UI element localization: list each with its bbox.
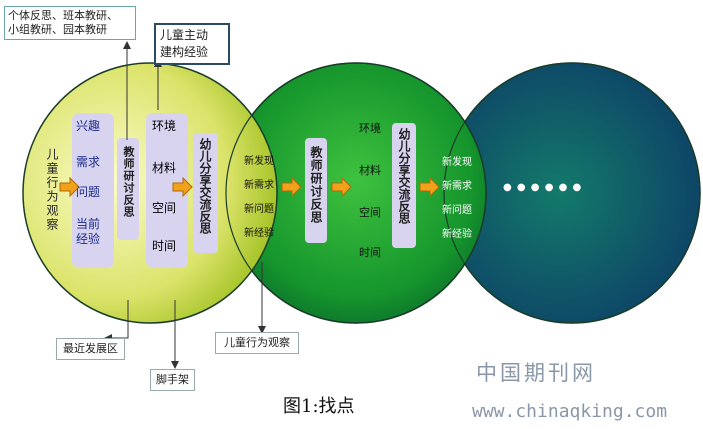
reflect-label-1: 教师研讨反思 [122,146,135,218]
callout-reflection-types: 个体反思、班本教研、 小组教研、园本教研 [4,6,136,40]
callout-active-line-1: 儿童主动 [160,28,209,42]
new-item-discovery-2: 新发现 [244,156,274,167]
env-item-environment-2: 环境 [359,122,381,135]
share-label-1: 幼儿分享交流反思 [198,138,212,234]
new-item-problem-3: 新问题 [442,205,472,216]
new-item-need-2: 新需求 [244,180,274,191]
new-item-need-3: 新需求 [442,181,472,192]
env-item-material-1: 材料 [152,161,177,175]
callout-active-construction: 儿童主动 建构经验 [154,23,230,65]
env-item-material-2: 材料 [359,164,381,177]
callout-reflection-line-2: 小组教研、园本教研 [8,23,107,36]
left-item-experience: 当前经验 [76,217,101,246]
arrow-1 [59,176,80,198]
child-observe-label: 儿童行为观察 [45,148,59,232]
reflect-label-2: 教师研讨反思 [309,146,323,224]
callout-scaffold: 脚手架 [150,369,195,391]
left-item-interest: 兴趣 [76,119,101,133]
callout-zone: 最近发展区 [56,338,125,360]
env-item-space-1: 空间 [152,201,177,215]
new-item-experience-3: 新经验 [442,229,472,240]
env-panel-1 [146,113,188,268]
left-item-need: 需求 [76,155,101,169]
share-panel-2 [392,123,416,248]
new-items-list-2: 新发现 新需求 新问题 新经验 [244,152,288,239]
left-group-list: 兴趣 需求 问题 当前经验 [76,117,110,247]
env-item-time-1: 时间 [152,239,177,253]
arrow-4 [331,176,352,198]
env-item-environment-1: 环境 [152,119,177,133]
arrow-2 [172,176,193,198]
share-panel-1 [193,133,218,253]
new-item-experience-2: 新经验 [244,228,274,239]
new-items-list-3: 新发现 新需求 新问题 新经验 [442,153,486,240]
new-item-problem-2: 新问题 [244,204,274,215]
ellipsis-dots: ● ● ● ● ● ● [503,182,583,193]
left-group-panel [72,113,114,268]
arrow-5 [419,176,440,198]
share-label-2: 幼儿分享交流反思 [397,128,411,224]
figure-caption: 图1:找点 [283,396,355,417]
env-group-list-2: 环境 材料 空间 时间 [359,120,391,260]
callout-active-line-2: 建构经验 [160,45,209,59]
arrow-3 [281,176,302,198]
watermark-cn: 中国期刊网 [476,361,596,385]
env-group-list-1: 环境 材料 空间 时间 [152,117,186,254]
new-item-discovery-3: 新发现 [442,157,472,168]
reflect-panel-2 [305,138,327,243]
env-item-time-2: 时间 [359,246,381,259]
callout-reflection-line-1: 个体反思、班本教研、 [8,9,118,22]
env-item-space-2: 空间 [359,206,381,219]
callout-child-observe: 儿童行为观察 [215,332,299,354]
reflect-panel-1 [117,138,139,240]
left-item-problem: 问题 [76,185,101,199]
watermark-url: www.chinaqking.com [472,401,668,422]
